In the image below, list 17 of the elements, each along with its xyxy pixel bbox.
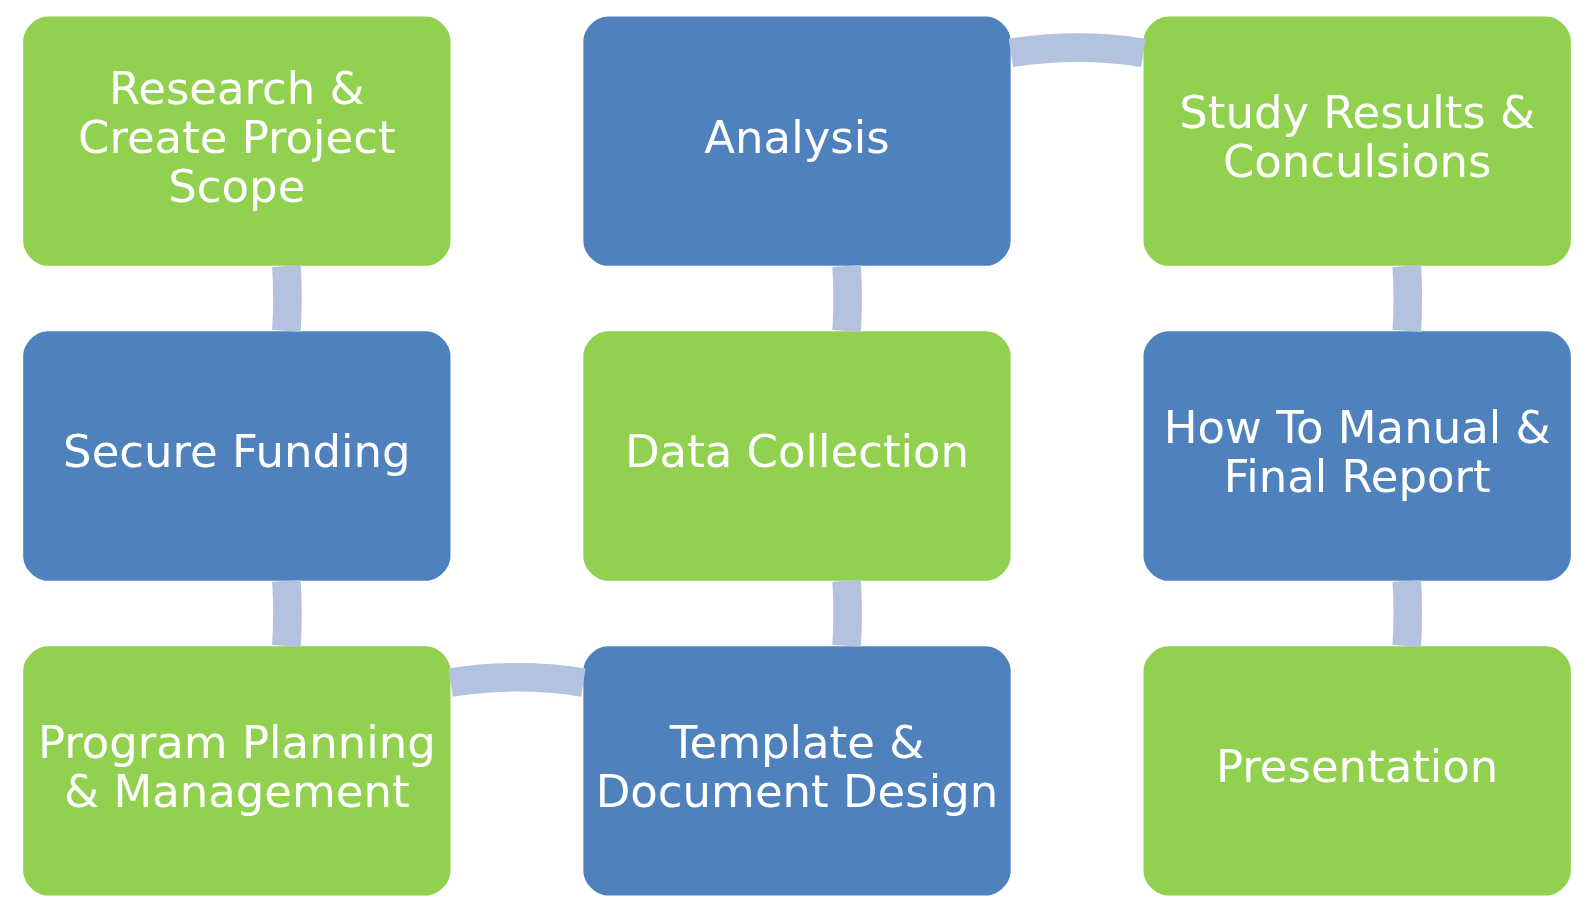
connector (272, 580, 302, 647)
node-box: Template & Document Design (583, 646, 1011, 896)
node-box: Presentation (1143, 646, 1571, 896)
connector (832, 580, 862, 647)
node-box: Analysis (583, 16, 1011, 266)
connector (1392, 580, 1423, 647)
connector (272, 265, 302, 332)
node-box: How To Manual & Final Report (1143, 331, 1571, 581)
node-box: Research & Create Project Scope (23, 16, 451, 266)
node-box: Data Collection (583, 331, 1011, 581)
node-box: Secure Funding (23, 331, 451, 581)
connector (1008, 33, 1146, 68)
connector (1392, 265, 1423, 332)
node-box: Program Planning & Management (23, 646, 451, 896)
connector (832, 265, 862, 332)
connector (448, 663, 586, 697)
node-box: Study Results & Conculsions (1143, 16, 1571, 266)
